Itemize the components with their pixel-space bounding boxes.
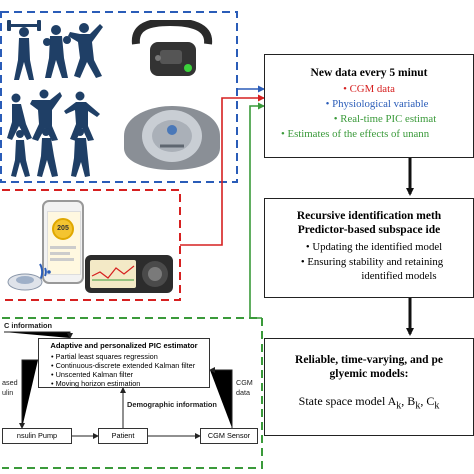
reliable-title-line2: glyemic models:	[329, 368, 409, 380]
ic-information-label: C information	[4, 321, 53, 330]
new-data-title: New data every 5 minut	[310, 67, 428, 79]
demographic-label: Demographic information	[127, 400, 217, 409]
estimator-to-pump	[19, 359, 38, 429]
recursive-identification-box: Recursive identification meth Predictor-…	[264, 198, 474, 298]
recursive-item-identified: identified models	[361, 270, 437, 282]
smartphone-image: 205	[42, 200, 84, 284]
new-data-item-cgm: • CGM data	[343, 83, 395, 95]
red-connector	[180, 94, 265, 246]
state-space-model: State space model Ak, Bk, Ck	[298, 394, 440, 412]
cgm-sensor-block: CGM Sensor	[200, 428, 258, 444]
green-connector	[249, 102, 265, 319]
insulin-pump-block: nsulin Pump	[2, 428, 72, 444]
pic-estimator-box: Adaptive and personalized PIC estimator …	[38, 338, 210, 388]
armband-sensor-image	[124, 106, 220, 170]
based-label: ased	[2, 378, 18, 387]
blue-dashed-frame	[0, 11, 238, 183]
green-dashed-frame	[2, 317, 263, 469]
cgm-receiver-image	[85, 255, 173, 293]
new-data-item-estimates: • Estimates of the effects of unann	[281, 128, 430, 140]
estimator-item-pls: • Partial least squares regression	[51, 352, 158, 361]
reliable-models-box: Reliable, time-varying, and pe glyemic m…	[264, 338, 474, 436]
cgm-sensor-image	[7, 273, 43, 291]
sensor-up-feedback	[209, 367, 233, 428]
recursive-title-line2: Predictor-based subspace ide	[297, 224, 441, 236]
estimator-item-ekf: • Continuous-discrete extended Kalman fi…	[51, 361, 196, 370]
insulin-label: ulin	[2, 388, 14, 397]
new-data-item-pic: • Real-time PIC estimat	[333, 113, 437, 125]
cgm-data-label-1: CGM	[236, 378, 253, 387]
recursive-title-line1: Recursive identification meth	[296, 210, 442, 222]
estimator-item-mhe: • Moving horizon estimation	[51, 379, 141, 388]
red-dashed-frame	[2, 189, 181, 301]
new-data-box: New data every 5 minut • CGM data • Phys…	[264, 54, 474, 158]
glucose-badge: 205	[52, 218, 74, 240]
exercise-silhouettes-image	[7, 20, 103, 177]
new-data-item-physiological: • Physiological variable	[325, 98, 429, 110]
wristband-device-image	[131, 20, 213, 76]
recursive-item-updating: • Updating the identified model	[305, 241, 443, 253]
patient-block: Patient	[98, 428, 148, 444]
ic-info-line	[4, 331, 73, 339]
recursive-item-ensuring: • Ensuring stability and retaining	[300, 256, 444, 268]
cgm-data-label-2: data	[236, 388, 250, 397]
estimator-item-ukf: • Unscented Kalman filter	[51, 370, 134, 379]
estimator-title: Adaptive and personalized PIC estimator	[50, 341, 198, 350]
reliable-title-line1: Reliable, time-varying, and pe	[295, 354, 443, 366]
